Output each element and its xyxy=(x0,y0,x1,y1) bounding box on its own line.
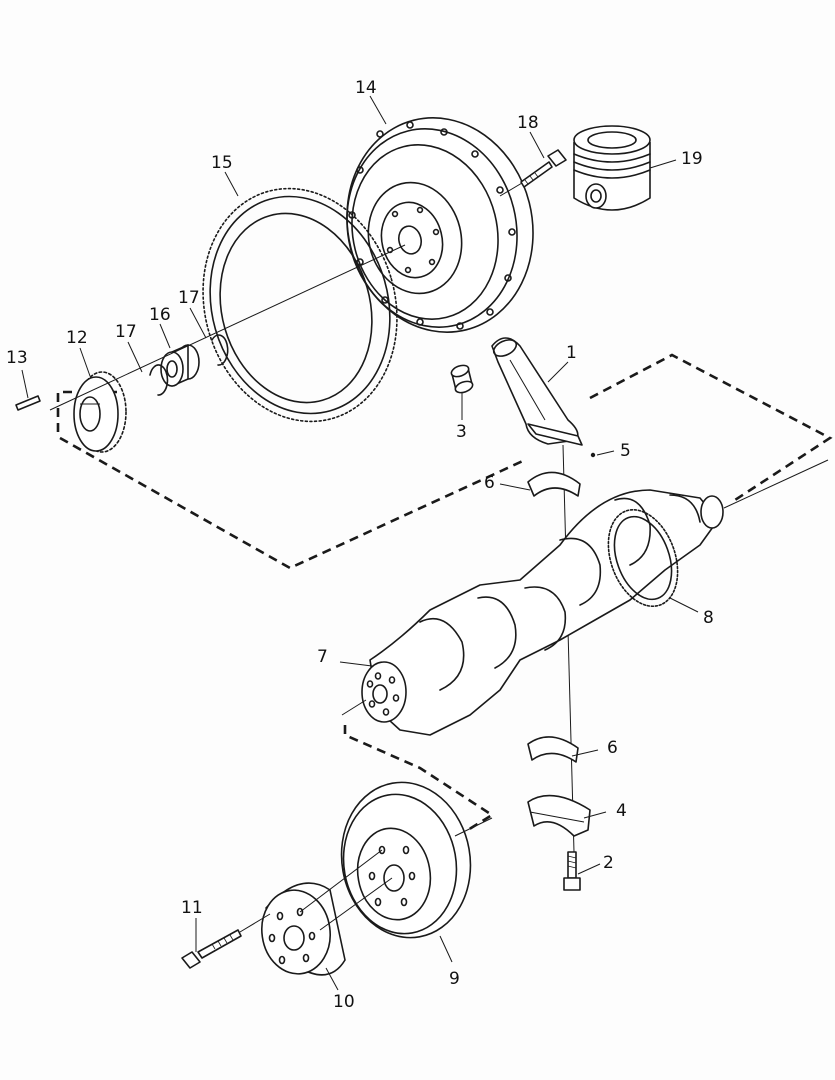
callout-14: 14 xyxy=(355,78,377,98)
callout-5: 5 xyxy=(620,441,631,461)
callout-labels: 1 2 3 4 5 6 6 7 8 9 10 11 12 13 14 15 16… xyxy=(6,78,714,1012)
callout-1: 1 xyxy=(566,343,577,363)
assembly-guide-lines xyxy=(56,353,833,840)
callout-12: 12 xyxy=(66,328,88,348)
callout-6-upper: 6 xyxy=(484,473,495,493)
part-11-pulley-bolt xyxy=(181,913,271,969)
part-5-dowel xyxy=(590,452,596,458)
part-6-bearing-shell-lower xyxy=(527,736,579,763)
callout-18: 18 xyxy=(517,113,539,133)
callout-17-right: 17 xyxy=(178,288,200,308)
part-3-bushing xyxy=(450,364,474,394)
callout-13: 13 xyxy=(6,348,28,368)
part-17-snap-ring-b xyxy=(211,334,229,366)
callout-8: 8 xyxy=(703,608,714,628)
callout-19: 19 xyxy=(681,149,703,169)
part-17-snap-ring-a xyxy=(149,364,169,396)
part-2-cap-bolt xyxy=(563,851,581,891)
part-16-bearing xyxy=(160,344,200,387)
callout-2: 2 xyxy=(603,853,614,873)
part-19-piston xyxy=(573,125,651,211)
part-10-pulley xyxy=(261,849,393,976)
callout-7: 7 xyxy=(317,647,328,667)
part-12-crank-gear xyxy=(73,371,127,453)
part-13-dowel-pin xyxy=(15,395,41,411)
callout-15: 15 xyxy=(211,153,233,173)
leader-lines xyxy=(21,95,699,991)
callout-3: 3 xyxy=(456,422,467,442)
rod-assembly-axis xyxy=(562,444,575,853)
callout-10: 10 xyxy=(333,992,355,1012)
part-1-connecting-rod xyxy=(491,337,583,446)
callout-11: 11 xyxy=(181,898,203,918)
part-14-flywheel xyxy=(346,117,534,333)
callout-4: 4 xyxy=(616,801,627,821)
callout-16: 16 xyxy=(149,305,171,325)
part-7-crankshaft xyxy=(341,459,829,736)
part-8-oil-seal xyxy=(607,508,679,608)
callout-6-lower: 6 xyxy=(607,738,618,758)
part-4-rod-cap xyxy=(527,794,591,837)
callout-17-left: 17 xyxy=(115,322,137,342)
gear-train-axis xyxy=(49,244,406,411)
part-6-bearing-shell-upper xyxy=(527,471,581,497)
callout-9: 9 xyxy=(449,969,460,989)
part-9-damper xyxy=(340,781,493,939)
part-18-flywheel-bolt xyxy=(499,149,567,197)
